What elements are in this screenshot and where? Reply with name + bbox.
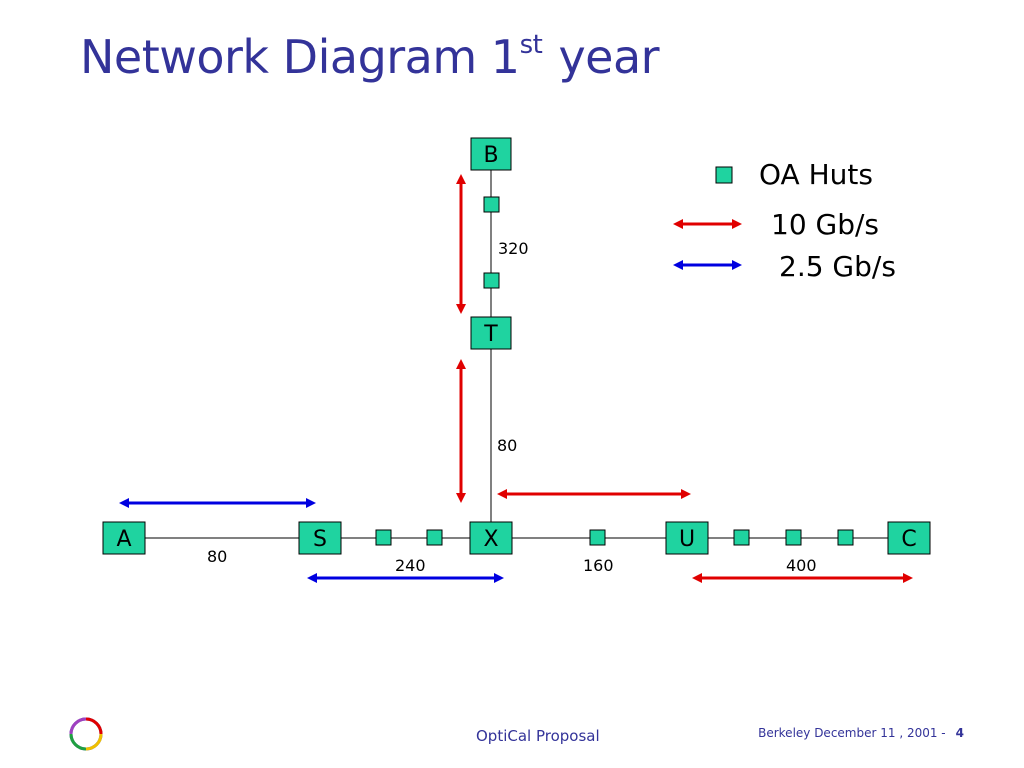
node-label: U — [679, 527, 695, 552]
distance-u-c: 400 — [786, 556, 817, 575]
optical-logo-icon — [69, 717, 103, 751]
oa-hut — [375, 529, 392, 546]
oa-hut — [837, 529, 854, 546]
node-label: A — [116, 527, 131, 552]
node-label: T — [483, 322, 498, 347]
node-label: X — [483, 527, 498, 552]
oa-hut — [733, 529, 750, 546]
node-label: S — [313, 527, 327, 552]
node-c: C — [887, 521, 931, 555]
node-x: X — [469, 521, 513, 555]
oa-hut — [483, 272, 500, 289]
oa-hut — [483, 196, 500, 213]
node-u: U — [665, 521, 709, 555]
legend-oa-huts: OA Huts — [759, 158, 873, 191]
node-b: B — [470, 137, 512, 171]
distance-x-u: 160 — [583, 556, 614, 575]
footer-date-text: Berkeley December 11 , 2001 - — [758, 726, 946, 740]
legend-2g5: 2.5 Gb/s — [779, 250, 896, 283]
legend-oa-hut-swatch — [715, 166, 733, 184]
node-a: A — [102, 521, 146, 555]
footer-proposal-name: OptiCal Proposal — [476, 727, 600, 745]
distance-s-x: 240 — [395, 556, 426, 575]
oa-hut — [785, 529, 802, 546]
oa-hut — [589, 529, 606, 546]
slide-title: Network Diagram 1st year — [80, 30, 660, 84]
distance-a-s: 80 — [207, 547, 227, 566]
node-s: S — [298, 521, 342, 555]
footer-date: Berkeley December 11 , 2001 - 4 — [758, 726, 964, 740]
distance-b-t: 320 — [498, 239, 529, 258]
title-end: year — [544, 30, 660, 84]
node-label: C — [901, 527, 916, 552]
node-label: B — [483, 143, 498, 168]
title-main: Network Diagram 1 — [80, 30, 520, 84]
node-t: T — [470, 316, 512, 350]
page-number: 4 — [955, 726, 964, 740]
title-superscript: st — [519, 30, 543, 60]
oa-hut — [426, 529, 443, 546]
legend-10g: 10 Gb/s — [771, 208, 879, 241]
distance-t-x: 80 — [497, 436, 517, 455]
legend: OA Huts 10 Gb/s 2.5 Gb/s — [673, 158, 896, 283]
